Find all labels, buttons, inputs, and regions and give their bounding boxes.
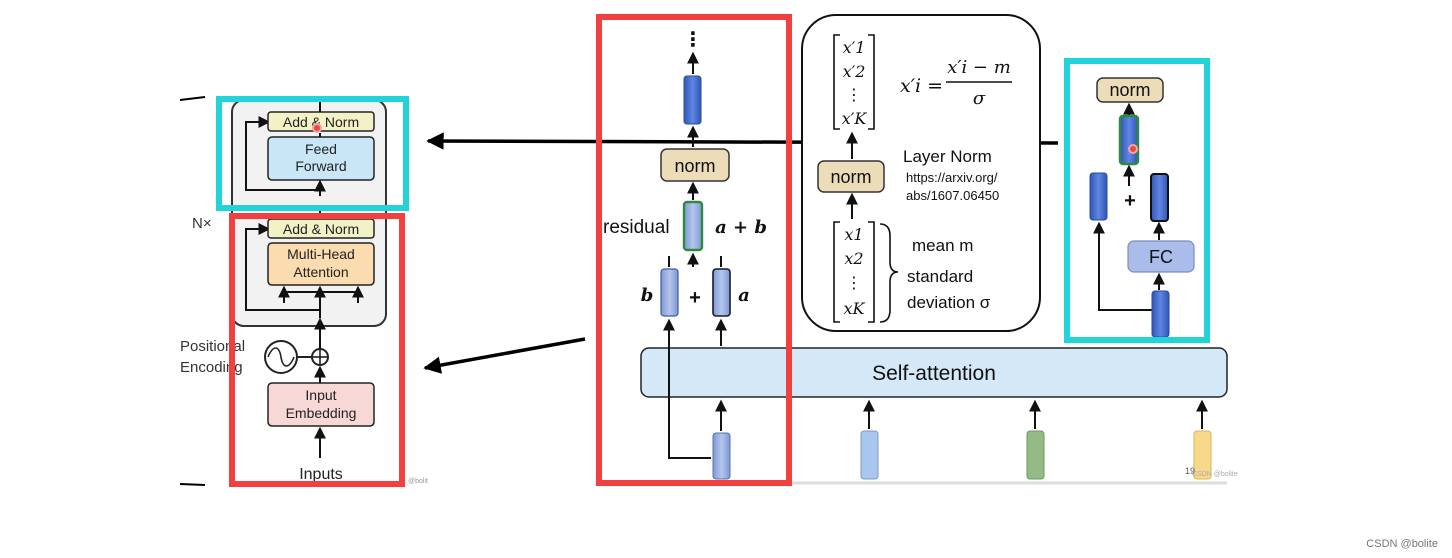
feed-forward-label-1: Feed [305, 141, 337, 157]
label-a-plus-b: a + b [715, 217, 767, 238]
cyan-highlight-left [216, 96, 409, 211]
residual-figure: Self-attention 19 CSDN @bolite b + a res… [596, 14, 1238, 486]
bracket-in-left [833, 221, 840, 323]
middle-credit: CSDN @bolite [1192, 471, 1238, 478]
bracket-out-left [833, 34, 840, 130]
plus-mid: + [689, 287, 701, 309]
add-norm-bottom-label: Add & Norm [283, 221, 359, 237]
formula-lhs: x′i = [900, 75, 943, 97]
input-vector-2 [860, 430, 879, 480]
vector-out [683, 75, 702, 125]
left-credit: @bolit [408, 478, 428, 485]
norm-box-mid [660, 148, 730, 182]
label-a: a [738, 285, 750, 306]
embedding-label-1: Input [305, 387, 336, 403]
vec-out-2: x′2 [843, 62, 866, 81]
norm-box-ln [817, 160, 885, 193]
mean-label: mean m [912, 236, 973, 255]
skip-path-right [1093, 221, 1152, 311]
add-norm-top-label: Add & Norm [283, 114, 359, 130]
vector-b [660, 268, 679, 317]
connector-arrow-bottom [423, 337, 586, 374]
input-vector-4 [1193, 430, 1212, 480]
fc-box [1127, 240, 1195, 273]
bracket-out-right [868, 34, 875, 130]
vector-sum [682, 200, 704, 252]
vec-in-2: x2 [844, 249, 863, 268]
curly-brace [879, 223, 899, 323]
vector-a [712, 268, 731, 317]
positional-label-1: Positional [180, 338, 245, 355]
bracket-in-right [868, 221, 875, 323]
layer-norm-url-2: abs/1607.06450 [906, 188, 999, 203]
label-b: b [641, 285, 654, 306]
red-highlight-left [229, 213, 405, 487]
std-label-2: deviation σ [907, 293, 991, 312]
self-attention-label: Self-attention [872, 362, 996, 385]
vector-sum-right [1118, 114, 1140, 166]
mha-label-2: Attention [293, 264, 348, 280]
residual-skip-path [663, 318, 711, 459]
fc-label: FC [1149, 247, 1173, 267]
input-vector-3 [1026, 430, 1045, 480]
cursor-dot-left [312, 123, 322, 133]
layer-norm-frame [801, 14, 1041, 332]
norm-label-ln: norm [830, 167, 871, 187]
nx-label: N× [192, 215, 212, 232]
vec-in-1: x1 [844, 225, 863, 244]
ffn-panel: norm + FC [1064, 58, 1210, 343]
vec-out-4: x′K [842, 109, 868, 128]
figure-edge-bottom [179, 483, 206, 486]
cyan-highlight-right [1064, 58, 1210, 343]
embedding-label-2: Embedding [286, 405, 357, 421]
positional-label-2: Encoding [180, 359, 243, 376]
vector-fc-out [1150, 173, 1169, 222]
mha-label-1: Multi-Head [287, 246, 355, 262]
layer-norm-url-1: https://arxiv.org/ [906, 170, 998, 185]
norm-label-right: norm [1109, 80, 1150, 100]
residual-label: residual [603, 217, 670, 238]
formula-denominator: σ [973, 88, 986, 109]
red-highlight-middle [596, 14, 792, 486]
figure-edge-top [179, 96, 206, 101]
page-number: 19 [1185, 466, 1195, 476]
transformer-encoder-figure: Add & Norm Feed Forward N× Add & Norm Mu… [179, 96, 428, 487]
multi-head-attention-box [267, 242, 375, 286]
norm-box-right [1096, 77, 1164, 103]
vec-out-1: x′1 [843, 38, 866, 57]
ellipsis-top: ⋮ [683, 29, 703, 51]
vector-in-right [1151, 290, 1170, 338]
vec-out-3: ⋮ [846, 87, 862, 104]
layer-norm-title: Layer Norm [903, 147, 992, 166]
input-vector-1 [712, 432, 731, 480]
formula-numerator: x′i − m [947, 57, 1011, 78]
std-label-1: standard [907, 267, 973, 286]
watermark: CSDN @bolite [1366, 538, 1438, 550]
sine-wave-path [267, 347, 295, 367]
inputs-label: Inputs [299, 466, 343, 483]
cursor-dot-right [1128, 144, 1138, 154]
vec-in-3: ⋮ [846, 275, 862, 292]
norm-label-mid: norm [674, 156, 715, 176]
vector-skip-right [1089, 172, 1108, 221]
feed-forward-label-2: Forward [295, 158, 346, 174]
plus-right: + [1124, 190, 1136, 212]
vec-in-4: xK [844, 299, 866, 318]
layer-norm-panel: x′1 x′2 ⋮ x′K x′i = x′i − m σ norm Layer… [801, 14, 1041, 332]
